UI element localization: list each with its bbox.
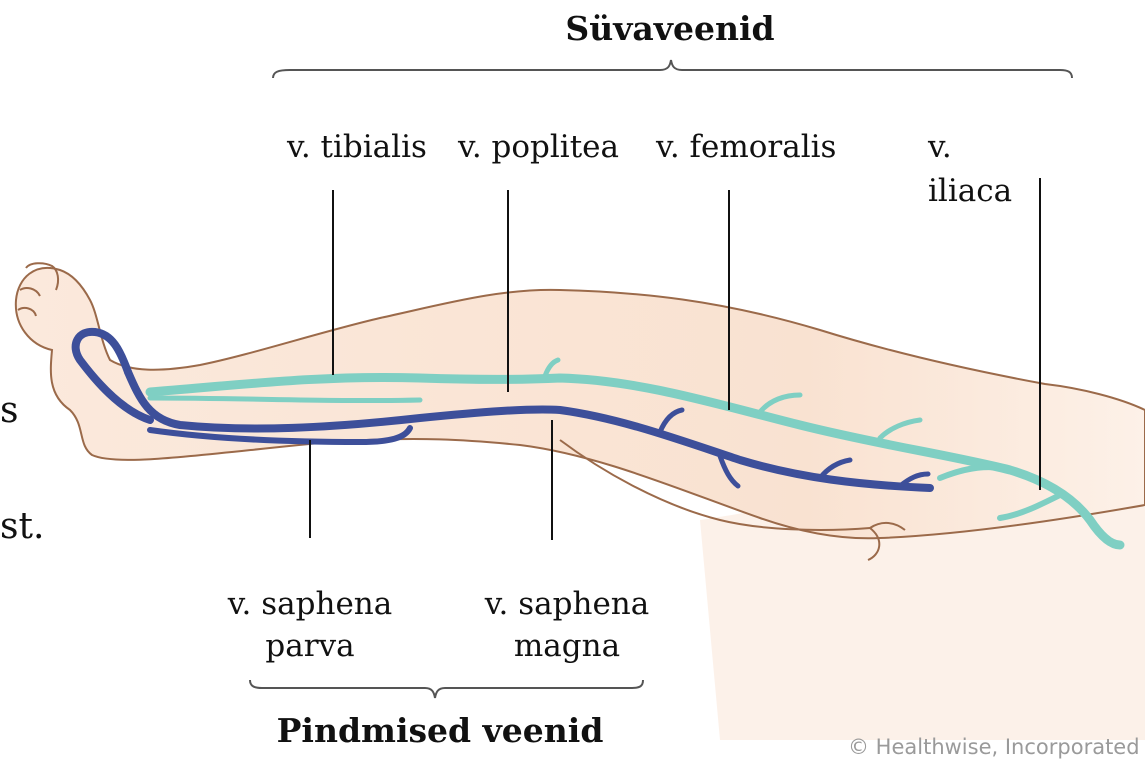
label-v-saphena-magna-line1: v. saphena: [467, 585, 667, 623]
cutoff-text-1: s: [0, 392, 18, 430]
label-v-iliaca-line2: iliaca: [928, 172, 1012, 210]
cutoff-text-2: st.: [0, 508, 44, 546]
deep-veins-bracket: [273, 60, 1072, 78]
superficial-veins-title: Pindmised veenid: [270, 712, 610, 750]
label-v-femoralis: v. femoralis: [656, 128, 836, 166]
label-v-saphena-magna-line2: magna: [467, 627, 667, 665]
label-v-iliaca-line1: v.: [928, 128, 952, 166]
label-v-poplitea: v. poplitea: [458, 128, 619, 166]
superficial-veins-bracket: [250, 680, 643, 698]
label-v-saphena-parva-line1: v. saphena: [210, 585, 410, 623]
label-v-saphena-parva-line2: parva: [210, 627, 410, 665]
label-v-tibialis: v. tibialis: [287, 128, 427, 166]
deep-veins-title: Süvaveenid: [520, 10, 820, 48]
copyright-credit: © Healthwise, Incorporated: [848, 735, 1140, 759]
leg-silhouette: [16, 268, 1145, 538]
deep-vein-lower: [150, 398, 420, 401]
